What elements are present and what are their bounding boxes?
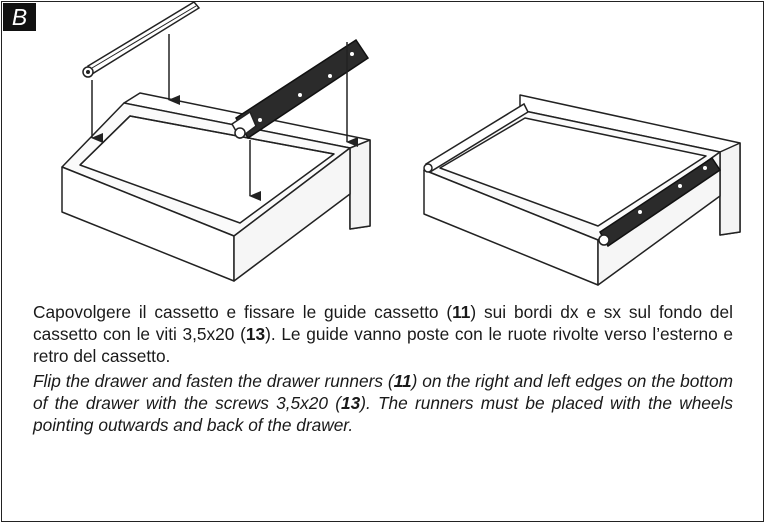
instructions-italian: Capovolgere il cassetto e fissare le gui… bbox=[33, 301, 733, 367]
instructions-english: Flip the drawer and fasten the drawer ru… bbox=[33, 370, 733, 436]
en-ref-runners: 11 bbox=[393, 371, 412, 391]
it-text-part3: ). Le guide vanno poste con le ruote riv… bbox=[33, 324, 733, 366]
assembly-illustrations bbox=[61, 1, 741, 286]
step-badge: B bbox=[3, 3, 36, 31]
it-ref-screws: 13 bbox=[245, 324, 266, 344]
en-ref-screws: 13 bbox=[340, 393, 361, 413]
runners-mounted bbox=[423, 102, 722, 248]
it-text-part2: ) sui bordi dx e sx sul fondo del casset… bbox=[33, 302, 733, 344]
runner-left-floating bbox=[82, 1, 201, 78]
runner-right-floating bbox=[231, 38, 370, 140]
it-text-part1: Capovolgere il cassetto e fissare le gui… bbox=[33, 302, 453, 322]
drawer-right bbox=[423, 94, 741, 286]
en-text-part3: ). The runners must be placed with the w… bbox=[33, 393, 734, 435]
arrows bbox=[91, 34, 358, 201]
it-ref-runners: 11 bbox=[452, 302, 471, 322]
drawer-left bbox=[61, 92, 371, 282]
en-text-part2: ) on the right and left edges on the bot… bbox=[33, 371, 733, 413]
en-text-part1: Flip the drawer and fasten the drawer ru… bbox=[33, 371, 394, 391]
